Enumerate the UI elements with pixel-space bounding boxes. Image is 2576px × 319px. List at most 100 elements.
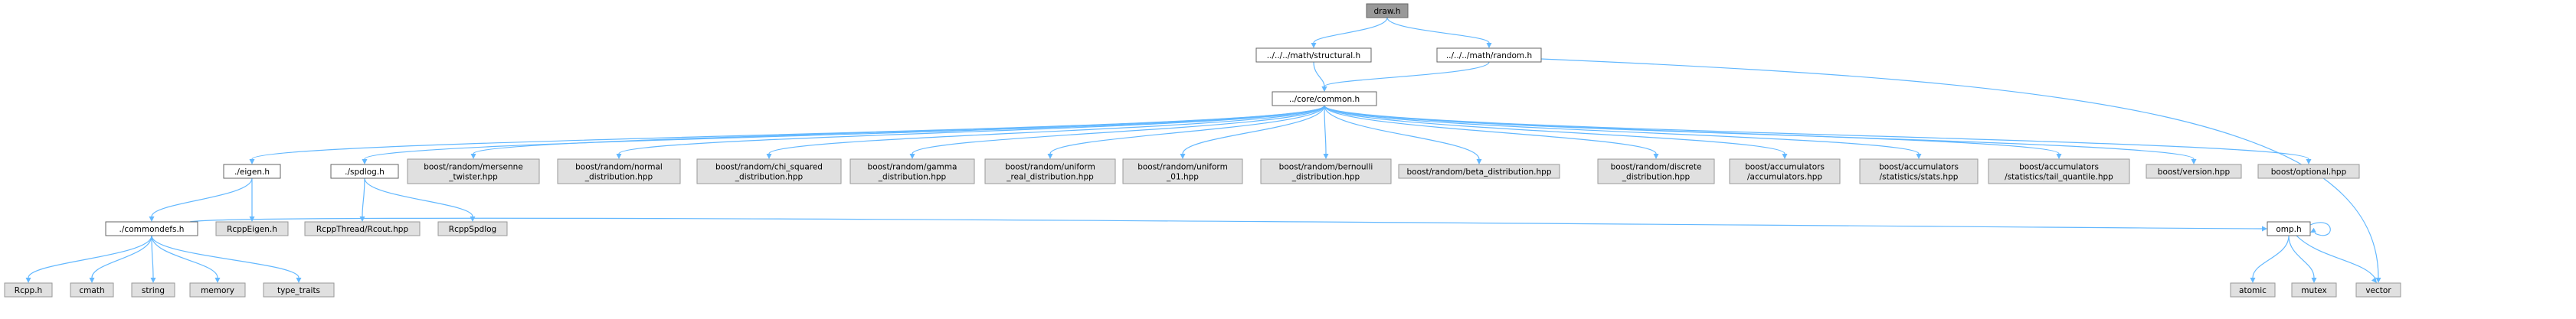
- node-eigen-box: [223, 164, 281, 179]
- node-omp-box: [2267, 221, 2311, 236]
- edge-common-to-discrete: [1324, 105, 1657, 155]
- edge-commondefs-to-omp: [189, 217, 2263, 229]
- node-gamma-label-0: boost/random/gamma: [868, 163, 957, 172]
- node-rcppeigen-box: [215, 221, 289, 236]
- node-commondefs[interactable]: ./commondefs.h: [105, 221, 198, 236]
- node-random[interactable]: ../../../math/random.h: [1436, 47, 1542, 63]
- node-commondefs-label-0: ./commondefs.h: [119, 225, 185, 234]
- arrowhead-common-to-mersenne: [470, 153, 476, 159]
- arrowhead-draw-to-random: [1486, 42, 1492, 48]
- edge-common-to-mersenne: [473, 105, 1325, 155]
- arrowhead-commondefs-to-type_traits: [296, 278, 302, 283]
- edge-draw-to-random: [1386, 17, 1490, 44]
- node-omp[interactable]: omp.h: [2267, 221, 2311, 236]
- edge-common-to-normal: [618, 105, 1325, 155]
- node-stats-label-1: /statistics/stats.hpp: [1880, 173, 1959, 182]
- arrowhead-commondefs-to-cmath: [89, 278, 95, 283]
- node-common-box: [1272, 91, 1377, 106]
- node-bernoulli-label-1: _distribution.hpp: [1291, 173, 1360, 182]
- node-mersenne-box: [407, 158, 540, 184]
- node-normal-label-1: _distribution.hpp: [584, 173, 653, 182]
- node-mersenne-label-1: _twister.hpp: [448, 173, 498, 182]
- node-uniform_real: boost/random/uniform_real_distribution.h…: [984, 158, 1116, 184]
- node-atomic-label-0: atomic: [2239, 286, 2267, 295]
- node-spdlog-box: [330, 164, 399, 179]
- node-cmath-label-0: cmath: [79, 286, 104, 295]
- node-spdlog[interactable]: ./spdlog.h: [330, 164, 399, 179]
- arrowhead-common-to-accumulators: [1782, 153, 1788, 159]
- node-rcppspdlog: RcppSpdlog: [437, 221, 508, 236]
- node-vector-label-0: vector: [2365, 286, 2391, 295]
- node-rcout-label-0: RcppThread/Rcout.hpp: [316, 225, 409, 234]
- arrowhead-commondefs-to-memory: [214, 278, 221, 283]
- node-omp-label-0: omp.h: [2276, 225, 2301, 234]
- node-rcout-box: [304, 221, 421, 236]
- node-common[interactable]: ../core/common.h: [1272, 91, 1377, 106]
- edge-commondefs-to-string: [151, 235, 154, 278]
- node-structural[interactable]: ../../../math/structural.h: [1255, 47, 1372, 63]
- node-string-box: [131, 282, 175, 298]
- edge-omp-to-omp: [2309, 222, 2331, 236]
- node-atomic: atomic: [2230, 282, 2276, 298]
- edge-commondefs-to-memory: [151, 235, 218, 278]
- node-draw: draw.h: [1366, 3, 1409, 18]
- node-gamma-label-1: _distribution.hpp: [878, 173, 947, 182]
- edge-common-to-optional: [1324, 105, 2309, 160]
- node-mersenne-label-0: boost/random/mersenne: [424, 163, 523, 172]
- node-gamma: boost/random/gamma_distribution.hpp: [849, 158, 975, 184]
- node-rcpp-box: [4, 282, 53, 298]
- arrowhead-common-to-normal: [616, 153, 622, 159]
- arrowhead-commondefs-to-omp: [2262, 226, 2267, 232]
- edge-eigen-to-commondefs: [151, 177, 253, 217]
- arrowhead-common-to-eigen: [249, 158, 255, 164]
- edge-common-to-beta: [1324, 105, 1480, 160]
- edge-random-to-common: [1324, 61, 1490, 87]
- edge-omp-to-atomic: [2252, 235, 2290, 278]
- node-mutex: mutex: [2291, 282, 2337, 298]
- arrowhead-common-to-gamma: [909, 153, 915, 159]
- edge-common-to-chisq: [768, 105, 1325, 155]
- node-rcppspdlog-box: [437, 221, 508, 236]
- node-optional-box: [2257, 164, 2360, 179]
- arrowhead-eigen-to-commondefs: [149, 216, 155, 222]
- node-accumulators-label-1: /accumulators.hpp: [1747, 173, 1822, 182]
- node-uniform01: boost/random/uniform_01.hpp: [1122, 158, 1243, 184]
- arrowhead-spdlog-to-rcout: [359, 216, 365, 222]
- arrowhead-common-to-uniform_real: [1047, 153, 1053, 159]
- arrowhead-spdlog-to-rcppspdlog: [470, 216, 476, 222]
- node-type_traits-label-0: type_traits: [277, 286, 320, 295]
- node-accumulators-label-0: boost/accumulators: [1745, 163, 1825, 172]
- edge-spdlog-to-rcppspdlog: [364, 177, 473, 217]
- node-cmath: cmath: [70, 282, 114, 298]
- edge-draw-to-structural: [1313, 17, 1388, 44]
- arrowhead-common-to-chisq: [766, 153, 772, 159]
- node-memory-label-0: memory: [201, 286, 234, 295]
- node-eigen-label-0: ./eigen.h: [234, 168, 270, 177]
- node-uniform_real-label-1: _real_distribution.hpp: [1006, 173, 1094, 182]
- node-random-label-0: ../../../math/random.h: [1446, 51, 1532, 60]
- node-structural-label-0: ../../../math/structural.h: [1267, 51, 1360, 60]
- node-memory-box: [189, 282, 246, 298]
- node-vector: vector: [2355, 282, 2401, 298]
- edge-spdlog-to-rcout: [362, 177, 365, 217]
- edge-commondefs-to-type_traits: [151, 235, 299, 278]
- node-type_traits-box: [263, 282, 335, 298]
- dependency-edges: [25, 17, 2381, 283]
- edge-common-to-gamma: [912, 105, 1325, 155]
- edge-structural-to-common: [1313, 61, 1325, 87]
- edge-common-to-stats: [1324, 105, 1920, 155]
- edge-common-to-tail: [1324, 105, 2060, 155]
- arrowhead-omp-to-mutex: [2311, 278, 2317, 283]
- node-eigen[interactable]: ./eigen.h: [223, 164, 281, 179]
- node-type_traits: type_traits: [263, 282, 335, 298]
- arrowhead-draw-to-structural: [1311, 42, 1317, 48]
- node-string-label-0: string: [142, 286, 165, 295]
- node-discrete-box: [1597, 158, 1715, 184]
- edge-omp-to-vector: [2296, 235, 2376, 279]
- node-gamma-box: [849, 158, 975, 184]
- node-version-label-0: boost/version.hpp: [2158, 168, 2231, 177]
- node-chisq-label-0: boost/random/chi_squared: [715, 163, 823, 172]
- node-discrete: boost/random/discrete_distribution.hpp: [1597, 158, 1715, 184]
- node-version-box: [2146, 164, 2242, 179]
